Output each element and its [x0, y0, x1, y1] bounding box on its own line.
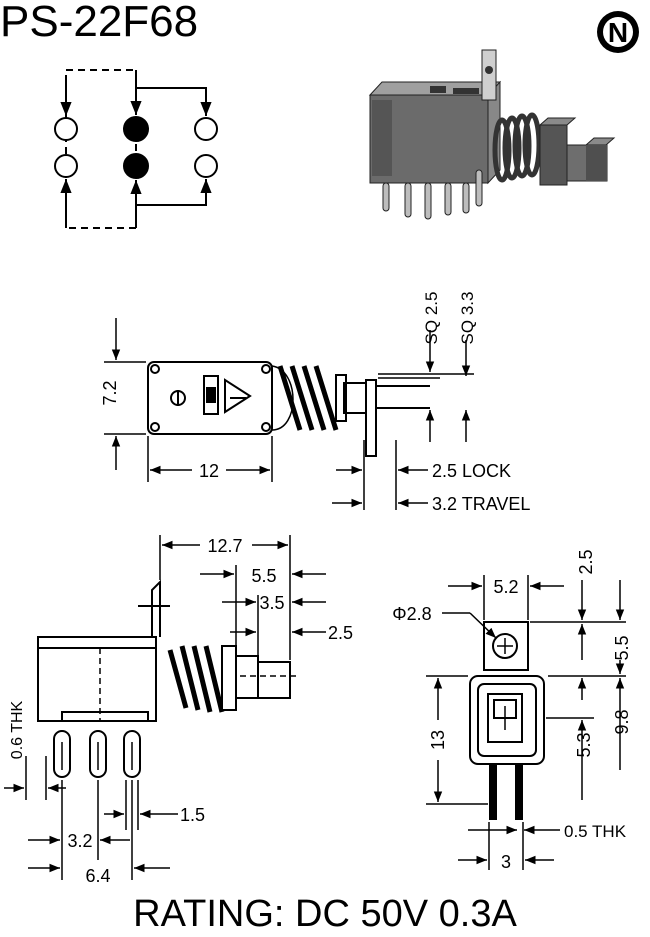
dim-pin-thk: 0.5 THK — [564, 822, 627, 841]
dim-sq-cap: SQ 3.3 — [458, 292, 477, 345]
switch-body — [37, 636, 157, 722]
front-dimensions — [4, 535, 326, 880]
mount-hole — [492, 633, 518, 659]
side-dimensions — [104, 318, 474, 510]
brand-letter: N — [608, 17, 628, 48]
dim-offset-b: 3.5 — [259, 593, 284, 613]
brand-logo: N — [597, 11, 639, 53]
dim-hole: Φ2.8 — [392, 604, 431, 624]
dim-span: 6.4 — [85, 866, 110, 886]
front-view — [37, 579, 298, 778]
slider — [203, 375, 219, 415]
dim-pitch: 3.2 — [67, 831, 92, 851]
dim-offset-a: 5.5 — [251, 566, 276, 586]
dim-pin-gap: 3 — [501, 852, 511, 872]
terminal — [194, 117, 218, 141]
product-photo — [368, 49, 616, 220]
switch-body — [469, 675, 545, 765]
dashed-frame — [65, 69, 137, 229]
dim-upper: 5.5 — [612, 635, 632, 660]
switch-body — [147, 361, 273, 435]
stem — [365, 379, 377, 457]
dim-stem: 2.5 — [328, 623, 353, 643]
terminal — [194, 154, 218, 178]
dim-sq-stem: SQ 2.5 — [422, 292, 441, 345]
dim-height: 7.2 — [100, 380, 120, 405]
dim-body: 9.8 — [612, 709, 632, 734]
actuator-arrow — [224, 378, 252, 414]
dim-inner: 5.3 — [574, 732, 594, 757]
mount-tab — [483, 621, 529, 671]
dim-travel: 3.2 TRAVEL — [432, 494, 530, 514]
side-view — [147, 361, 430, 457]
spring — [277, 365, 339, 431]
spring — [167, 645, 225, 713]
common-terminal — [123, 116, 149, 142]
dim-overall: 12.7 — [207, 536, 242, 556]
terminal — [54, 117, 78, 141]
end-dimensions — [426, 575, 626, 870]
dim-top: 2.5 — [576, 549, 596, 574]
rating-label: RATING: DC 50V 0.3A — [133, 893, 517, 935]
dim-length: 12 — [199, 461, 219, 481]
common-terminal — [123, 153, 149, 179]
dim-lock: 2.5 LOCK — [432, 461, 511, 481]
dim-pin-width: 1.5 — [180, 805, 205, 825]
terminal — [54, 154, 78, 178]
dim-width: 5.2 — [493, 577, 518, 597]
dim-height: 13 — [428, 730, 448, 750]
end-pins — [489, 764, 523, 820]
circuit-schematic — [54, 69, 218, 229]
model-title: PS-22F68 — [0, 0, 199, 46]
end-view — [469, 621, 545, 765]
dim-thickness: 0.6 THK — [9, 700, 26, 759]
